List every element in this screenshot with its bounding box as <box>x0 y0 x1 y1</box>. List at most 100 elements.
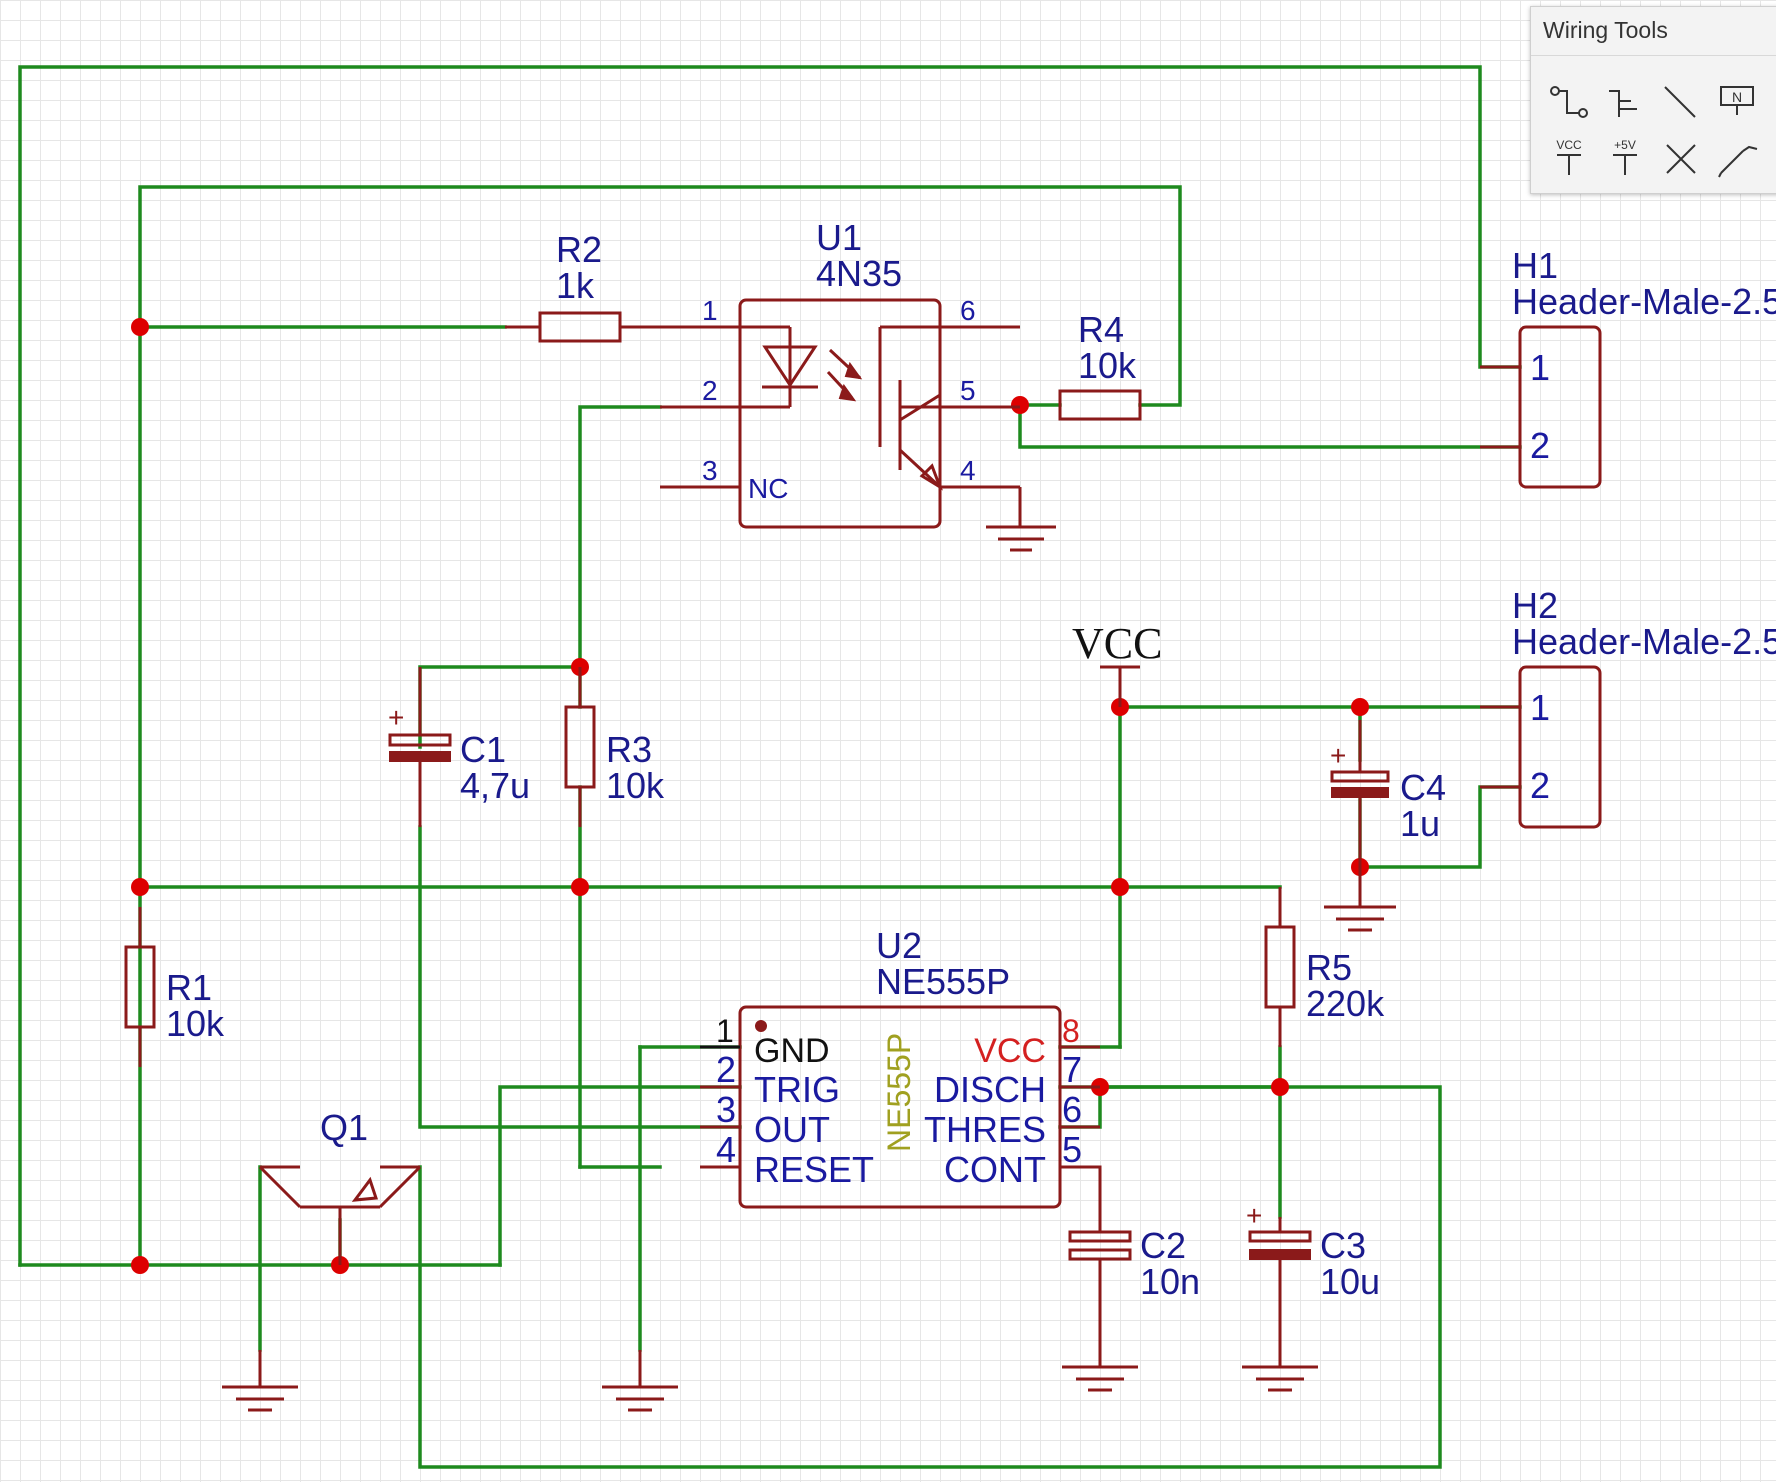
vcc-tool-button[interactable]: VCC <box>1545 135 1593 181</box>
c1-plus: + <box>388 702 404 733</box>
resistor-r5[interactable]: R5 220k <box>1264 887 1385 1047</box>
r3-value: 10k <box>606 765 665 806</box>
q1-ref: Q1 <box>320 1107 368 1148</box>
vcc-label: VCC <box>1072 619 1162 668</box>
pen-icon <box>1718 145 1758 178</box>
net-label-tool-button[interactable]: N <box>1713 79 1761 125</box>
bus-entry-icon <box>1609 90 1637 117</box>
resistor-r4[interactable]: R4 10k <box>1058 309 1142 421</box>
u1-pin6: 6 <box>960 295 976 326</box>
r2-ref: R2 <box>556 229 602 270</box>
resistor-r1[interactable]: R1 10k <box>124 907 225 1067</box>
u1-pin2: 2 <box>702 375 718 406</box>
u2-pin3: 3 <box>716 1089 736 1130</box>
timer-ic-u2[interactable]: 1 2 3 4 8 7 6 5 GND TRIG OUT RESET VCC D… <box>700 925 1102 1227</box>
r5-value: 220k <box>1306 983 1385 1024</box>
capacitor-c4[interactable]: + C4 1u <box>1330 720 1446 867</box>
plus5v-icon-text: +5V <box>1614 138 1636 152</box>
c2-ref: C2 <box>1140 1225 1186 1266</box>
panel-divider <box>1531 55 1776 56</box>
c2-value: 10n <box>1140 1261 1200 1302</box>
resistor-r2[interactable]: R2 1k <box>505 229 740 343</box>
u2-ref: U2 <box>876 925 922 966</box>
wiring-tools-panel[interactable]: Wiring Tools N VCC <box>1530 6 1776 194</box>
u2-pin7: 7 <box>1062 1049 1082 1090</box>
vcc-icon-text: VCC <box>1556 138 1582 152</box>
h2-pin1: 1 <box>1530 687 1550 728</box>
r4-ref: R4 <box>1078 309 1124 350</box>
bus-entry-tool-button[interactable] <box>1601 79 1649 125</box>
u2-gnd-label: GND <box>754 1032 830 1070</box>
vcc-flag-icon: VCC <box>1556 138 1582 175</box>
pen-tool-button[interactable] <box>1713 135 1761 181</box>
no-connect-tool-button[interactable] <box>1657 135 1705 181</box>
junction-dot <box>1271 1078 1289 1096</box>
no-connect-icon <box>1666 144 1696 174</box>
plus5v-tool-button[interactable]: +5V <box>1601 135 1649 181</box>
bus-line-icon <box>1664 86 1696 118</box>
header-h1[interactable]: 1 2 H1 Header-Male-2.5 <box>1480 245 1776 489</box>
h1-value: Header-Male-2.5 <box>1512 281 1776 322</box>
junction-dot <box>131 878 149 896</box>
optocoupler-u1[interactable]: 1 2 3 4 5 6 NC U1 4N35 <box>660 217 1022 529</box>
ground-symbol <box>602 1350 678 1412</box>
plus5v-flag-icon: +5V <box>1613 138 1637 175</box>
capacitor-c1[interactable]: + C1 4,7u <box>388 667 530 827</box>
r5-ref: R5 <box>1306 947 1352 988</box>
h1-pin1: 1 <box>1530 347 1550 388</box>
r4-value: 10k <box>1078 345 1137 386</box>
u2-value: NE555P <box>876 961 1010 1002</box>
c4-ref: C4 <box>1400 767 1446 808</box>
u2-reset-label: RESET <box>754 1149 874 1190</box>
r1-ref: R1 <box>166 967 212 1008</box>
h2-pin2: 2 <box>1530 765 1550 806</box>
header-h2[interactable]: 1 2 H2 Header-Male-2.5 <box>1480 585 1776 829</box>
u2-pin8: 8 <box>1062 1013 1080 1049</box>
u1-pin4: 4 <box>960 455 976 486</box>
c3-ref: C3 <box>1320 1225 1366 1266</box>
c1-value: 4,7u <box>460 765 530 806</box>
c3-plus: + <box>1246 1200 1262 1231</box>
c4-plus: + <box>1330 740 1346 771</box>
wire-tool-button[interactable] <box>1545 79 1593 125</box>
resistor-r3[interactable]: R3 10k <box>564 667 665 827</box>
transistor-q1[interactable]: Q1 <box>258 1107 422 1265</box>
r1-value: 10k <box>166 1003 225 1044</box>
r2-value: 1k <box>556 265 595 306</box>
wires[interactable] <box>18 65 1522 1469</box>
capacitor-c3[interactable]: + C3 10u <box>1242 1200 1380 1392</box>
ground-symbol <box>986 487 1056 552</box>
r3-ref: R3 <box>606 729 652 770</box>
c1-ref: C1 <box>460 729 506 770</box>
junction-dot <box>571 878 589 896</box>
junction-dot <box>131 318 149 336</box>
h1-pin2: 2 <box>1530 425 1550 466</box>
h2-value: Header-Male-2.5 <box>1512 621 1776 662</box>
junctions <box>131 318 1369 1274</box>
capacitor-c2[interactable]: C2 10n <box>1062 1225 1200 1392</box>
wiring-tools-title: Wiring Tools <box>1543 17 1668 43</box>
u2-body-label: NE555P <box>881 1033 917 1152</box>
junction-dot <box>1351 698 1369 716</box>
u2-pin4: 4 <box>716 1129 736 1170</box>
u1-pin3: 3 <box>702 455 718 486</box>
c3-value: 10u <box>1320 1261 1380 1302</box>
vcc-power-flag[interactable]: VCC <box>1072 619 1162 707</box>
ground-symbol <box>1324 867 1396 932</box>
net-label-icon-text: N <box>1732 89 1742 105</box>
junction-dot <box>1111 878 1129 896</box>
net-label-icon: N <box>1720 86 1754 115</box>
u2-pin2: 2 <box>716 1049 736 1090</box>
c4-value: 1u <box>1400 803 1440 844</box>
u1-ref: U1 <box>816 217 862 258</box>
u1-nc-label: NC <box>748 473 788 504</box>
bus-tool-button[interactable] <box>1657 79 1705 125</box>
u2-cont-label: CONT <box>944 1149 1046 1190</box>
u1-value: 4N35 <box>816 253 902 294</box>
u2-trig-label: TRIG <box>754 1069 840 1110</box>
u2-pin1: 1 <box>716 1013 734 1049</box>
ground-symbol <box>222 1350 298 1412</box>
h2-ref: H2 <box>1512 585 1558 626</box>
